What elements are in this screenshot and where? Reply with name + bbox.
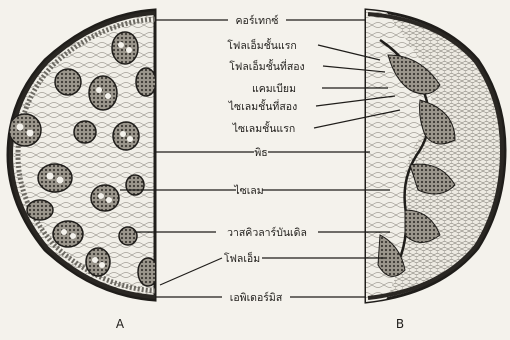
label-primary-xylem: ไซเลมชั้นแรก — [232, 121, 295, 135]
label-xylem: ไซเลม — [233, 184, 263, 197]
label-epidermis: เอพิเดอร์มิส — [230, 291, 283, 304]
panel-a-section — [8, 10, 158, 300]
panel-letter-b: B — [396, 317, 404, 331]
label-vascular-bundle: วาสคิวลาร์บันเดิล — [227, 226, 307, 239]
label-primary-phloem: โฟลเอ็มชั้นแรก — [227, 38, 296, 52]
panel-letter-a: A — [116, 317, 125, 331]
label-secondary-xylem: ไซเลมชั้นที่สอง — [228, 99, 297, 113]
label-secondary-phloem: โฟลเอ็มชั้นที่สอง — [229, 59, 304, 73]
label-pith: พิธ — [254, 147, 267, 159]
panel-b-section — [366, 10, 505, 302]
label-cambium: แคมเบียม — [252, 82, 296, 95]
label-group: คอร์เทกซ์ โฟลเอ็มชั้นแรก โฟลเอ็มชั้นที่ส… — [224, 14, 307, 304]
label-cortex: คอร์เทกซ์ — [236, 14, 279, 27]
label-phloem: โฟลเอ็ม — [224, 251, 260, 265]
